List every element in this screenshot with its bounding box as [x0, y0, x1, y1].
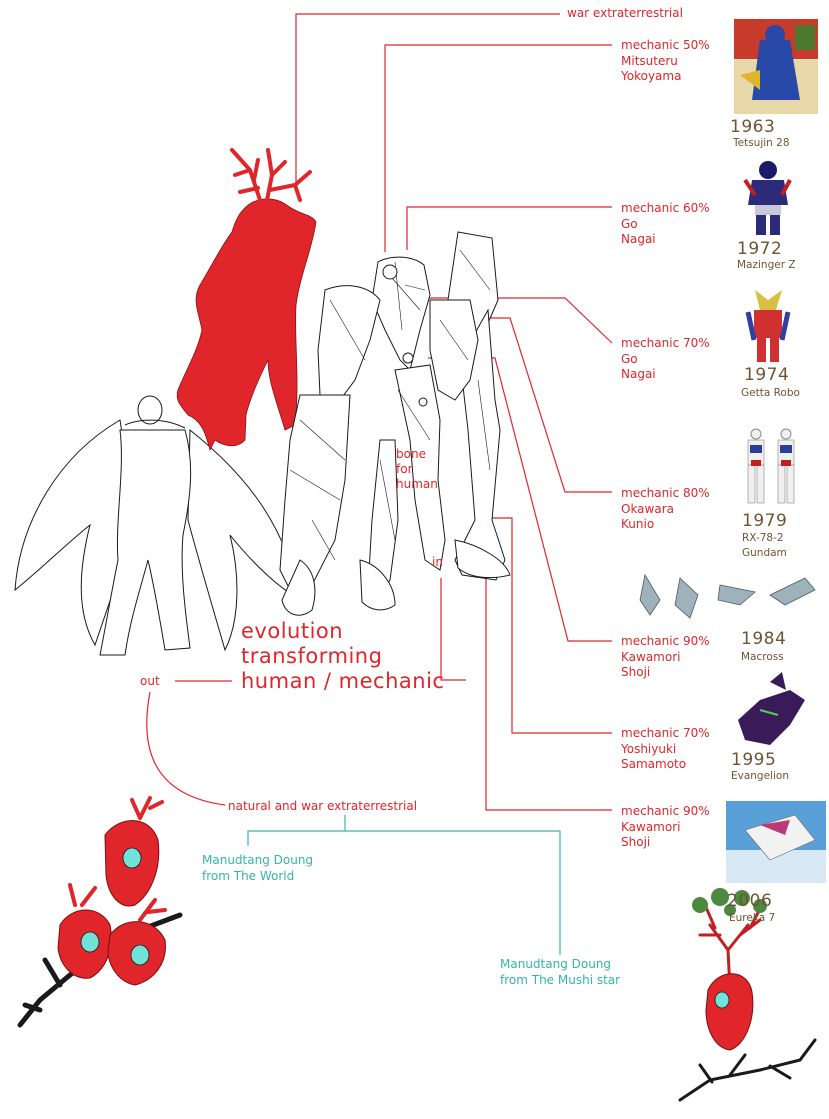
label-bone-for-human: bone for human — [396, 447, 438, 492]
label-manudtang-world: Manudtang Doung from The World — [202, 853, 313, 884]
connector-mechanic-2 — [407, 207, 612, 250]
mechanic-entry: mechanic 50% Mitsuteru Yokoyama — [621, 38, 710, 85]
red-beetle-creatures — [20, 798, 180, 1025]
timeline-title: Eureka 7 — [729, 912, 775, 925]
thumbnail-macross — [640, 575, 815, 618]
timeline-title: Macross — [741, 651, 784, 664]
connector-mechanic-1 — [385, 45, 612, 252]
timeline-year: 1979 — [742, 512, 787, 530]
manudtang-line: Manudtang Doung — [500, 957, 620, 973]
timeline-year: 1984 — [741, 630, 786, 648]
mechanic-entry: mechanic 90% Kawamori Shoji — [621, 804, 710, 851]
cyan-branch — [248, 831, 560, 955]
mechanic-entry: mechanic 90% Kawamori Shoji — [621, 634, 710, 681]
mechanic-entry: mechanic 70% Go Nagai — [621, 336, 710, 383]
timeline-title: Mazinger Z — [737, 259, 796, 272]
label-manudtang-mushi-star: Manudtang Doung from The Mushi star — [500, 957, 620, 988]
cyan-branch-lines — [248, 815, 560, 955]
mechanic-entry: mechanic 70% Yoshiyuki Samamoto — [621, 726, 710, 773]
thumbnail-evangelion — [738, 672, 805, 745]
timeline-title: RX-78-2 — [742, 532, 784, 545]
timeline-title: Tetsujin 28 — [733, 137, 790, 150]
mechanic-creator: Okawara — [621, 502, 710, 518]
mechanic-creator: Go — [621, 217, 710, 233]
thumbnail-tetsujin-28 — [734, 19, 818, 114]
bone-for-human-line: for — [396, 462, 438, 477]
bone-for-human-line: human — [396, 477, 438, 492]
label-in: in — [432, 555, 443, 570]
timeline-title: Evangelion — [731, 770, 789, 783]
connector-mechanic-6 — [488, 518, 612, 733]
label-out: out — [140, 674, 160, 689]
mechanic-percent: mechanic 80% — [621, 486, 710, 502]
timeline-year: 1995 — [731, 751, 776, 769]
red-antler-figure — [177, 150, 316, 450]
bone-for-human-line: bone — [396, 447, 438, 462]
thumbnail-eureka-7 — [726, 801, 826, 883]
mechanic-creator: Nagai — [621, 232, 710, 248]
timeline-year: 1974 — [744, 366, 789, 384]
mechanic-creator: Mitsuteru — [621, 54, 710, 70]
connector-natural — [147, 692, 225, 805]
timeline-title: Getta Robo — [741, 387, 800, 400]
mechanic-creator: Kawamori — [621, 650, 710, 666]
central-text-evolution: evolution — [241, 619, 343, 644]
central-text-human-mechanic: human / mechanic — [241, 669, 444, 694]
manudtang-line: Manudtang Doung — [202, 853, 313, 869]
timeline-title: Gundam — [742, 547, 787, 560]
mechanic-percent: mechanic 60% — [621, 201, 710, 217]
mechanic-percent: mechanic 70% — [621, 336, 710, 352]
connector-in — [441, 578, 466, 680]
mechanic-creator: Yokoyama — [621, 69, 710, 85]
timeline-year: 2006 — [727, 892, 772, 910]
mechanic-creator: Shoji — [621, 665, 710, 681]
mechanic-entry: mechanic 80% Okawara Kunio — [621, 486, 710, 533]
mechanic-creator: Shoji — [621, 835, 710, 851]
timeline-year: 1972 — [737, 240, 782, 258]
robot-figure — [280, 232, 510, 615]
winged-human-figure — [15, 396, 300, 655]
mechanic-creator: Nagai — [621, 367, 710, 383]
mechanic-percent: mechanic 70% — [621, 726, 710, 742]
mechanic-entry: mechanic 60% Go Nagai — [621, 201, 710, 248]
mechanic-percent: mechanic 90% — [621, 634, 710, 650]
mechanic-creator: Kunio — [621, 517, 710, 533]
mechanic-creator: Samamoto — [621, 757, 710, 773]
mechanic-creator: Go — [621, 352, 710, 368]
thumbnail-gundam — [748, 429, 794, 503]
timeline-year: 1963 — [730, 118, 775, 136]
mechanic-percent: mechanic 50% — [621, 38, 710, 54]
manudtang-line: from The Mushi star — [500, 973, 620, 989]
label-natural-and-war: natural and war extraterrestrial — [228, 799, 417, 815]
connector-war-extraterrestrial — [296, 14, 560, 192]
manudtang-line: from The World — [202, 869, 313, 885]
mechanic-creator: Yoshiyuki — [621, 742, 710, 758]
connector-mechanic-7 — [486, 570, 612, 810]
label-war-extraterrestrial: war extraterrestrial — [567, 6, 683, 22]
mechanic-creator: Kawamori — [621, 820, 710, 836]
connector-mechanic-5 — [428, 358, 612, 641]
mechanic-percent: mechanic 90% — [621, 804, 710, 820]
thumbnail-mazinger-z — [745, 161, 790, 235]
thumbnail-getta-robo — [748, 290, 788, 362]
central-text-transforming: transforming — [241, 644, 382, 669]
